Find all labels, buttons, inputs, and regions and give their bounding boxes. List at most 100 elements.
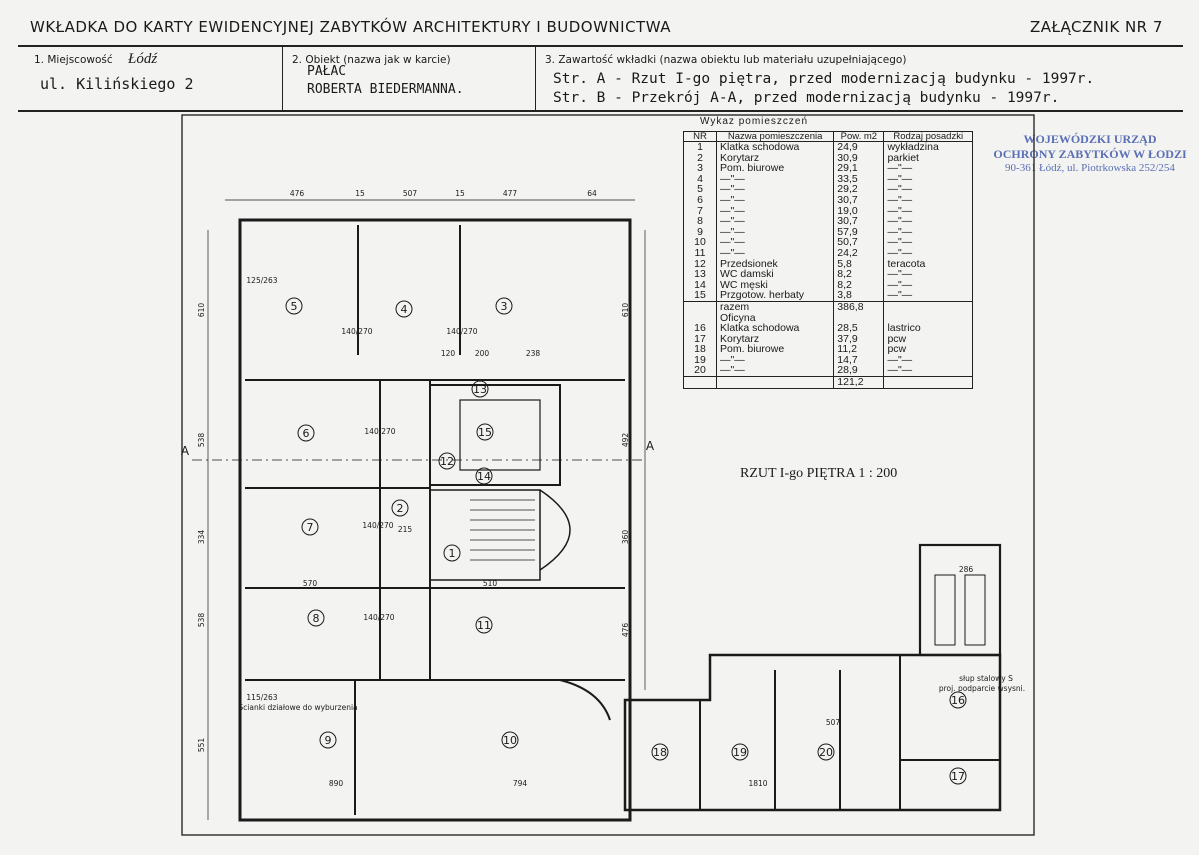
table-cell bbox=[715, 376, 834, 388]
table-cell: —"— bbox=[883, 248, 972, 259]
table-cell bbox=[883, 376, 972, 388]
dimension-label: 200 bbox=[475, 349, 490, 358]
table-cell: pcw bbox=[883, 344, 972, 355]
room-number: 3 bbox=[501, 300, 508, 313]
room-number: 14 bbox=[477, 470, 491, 483]
dimension-label: 115/263 bbox=[246, 693, 277, 702]
dimension-label: 64 bbox=[587, 189, 597, 198]
table-cell: 30,7 bbox=[833, 195, 884, 206]
table-cell: 18 bbox=[694, 343, 706, 356]
table-cell: 13 bbox=[694, 268, 706, 281]
table-cell: 386,8 bbox=[833, 300, 884, 313]
table-cell: 6 bbox=[697, 193, 703, 206]
dimension-label: 238 bbox=[526, 349, 541, 358]
table-cell: 12 bbox=[694, 257, 706, 270]
table-cell: Klatka schodowa bbox=[715, 323, 834, 334]
room-number-circle bbox=[297, 424, 315, 442]
table-cell: —"— bbox=[715, 195, 834, 206]
table-cell: —"— bbox=[715, 355, 834, 366]
document-title: WKŁADKA DO KARTY EWIDENCYJNEJ ZABYTKÓW A… bbox=[30, 18, 671, 36]
table-cell: —"— bbox=[883, 290, 972, 302]
room-number: 6 bbox=[303, 427, 310, 440]
dimension-label: 360 bbox=[621, 530, 630, 545]
room-number: 17 bbox=[951, 770, 965, 783]
table-cell: 20 bbox=[694, 364, 706, 377]
room-number-circle bbox=[395, 300, 413, 318]
table-row: 11—"—24,2—"— bbox=[684, 248, 972, 259]
table-cell: razem bbox=[715, 300, 834, 313]
table-row: 9—"—57,9—"— bbox=[684, 227, 972, 238]
table-row: 5—"—29,2—"— bbox=[684, 184, 972, 195]
rooms-table-caption: Wykaz pomieszczeń bbox=[700, 116, 809, 127]
dimension-label: 286 bbox=[959, 565, 974, 574]
dimension-label: 140/270 bbox=[364, 427, 395, 436]
table-cell: 17 bbox=[694, 332, 706, 345]
table-cell: WC damski bbox=[715, 269, 834, 280]
table-cell: 30,7 bbox=[833, 216, 884, 227]
table-cell: Przedsionek bbox=[715, 258, 834, 270]
table-cell: —"— bbox=[715, 205, 834, 217]
room-number-circle bbox=[731, 743, 749, 761]
room-number-circle bbox=[949, 691, 967, 709]
room-number-circle bbox=[501, 731, 519, 749]
room-number: 13 bbox=[473, 383, 487, 396]
room-number-circle bbox=[438, 452, 456, 470]
table-cell: 8 bbox=[697, 215, 703, 228]
dimension-label: 570 bbox=[303, 579, 318, 588]
table-cell: 14,7 bbox=[833, 355, 884, 366]
dimension-label: 476 bbox=[621, 623, 630, 638]
table-cell: —"— bbox=[883, 365, 972, 377]
table-cell: —"— bbox=[715, 365, 834, 377]
room-number: 16 bbox=[951, 694, 965, 707]
section-mark-left: A bbox=[181, 444, 190, 458]
room-number: 9 bbox=[325, 734, 332, 747]
dimension-label: 140/270 bbox=[362, 521, 393, 530]
dimension-label: 538 bbox=[197, 613, 206, 628]
table-cell: Przgotow. herbaty bbox=[715, 290, 834, 302]
table-cell: 4 bbox=[697, 172, 703, 185]
table-row: 8—"—30,7—"— bbox=[684, 216, 972, 227]
dimension-label: 1810 bbox=[748, 779, 767, 788]
room-number-circle bbox=[495, 297, 513, 315]
room-number: 18 bbox=[653, 746, 667, 759]
dimension-label: 510 bbox=[483, 579, 498, 588]
table-cell: 19,0 bbox=[833, 205, 884, 217]
table-cell: Klatka schodowa bbox=[715, 141, 834, 153]
table-cell: 8,2 bbox=[833, 280, 884, 291]
table-cell: 3 bbox=[697, 162, 703, 175]
table-cell: 19 bbox=[694, 353, 706, 366]
table-cell: 24,2 bbox=[833, 248, 884, 259]
table-cell: 28,9 bbox=[833, 365, 884, 377]
dimension-label: 120 bbox=[441, 349, 456, 358]
stamp-line-2: OCHRONY ZABYTKÓW W ŁODZI bbox=[993, 147, 1187, 161]
table-cell: —"— bbox=[883, 355, 972, 366]
table-cell: —"— bbox=[715, 174, 834, 185]
section-mark-right: A bbox=[646, 439, 655, 453]
room-number-circle bbox=[301, 518, 319, 536]
room-number-circle bbox=[443, 544, 461, 562]
table-cell: —"— bbox=[883, 174, 972, 185]
table-cell: 29,2 bbox=[833, 184, 884, 195]
table-cell: 30,9 bbox=[833, 152, 884, 164]
rooms-table-header: Nazwa pomieszczenia bbox=[715, 132, 834, 142]
room-number-circle bbox=[949, 767, 967, 785]
table-cell: 8,2 bbox=[833, 269, 884, 280]
table-cell: —"— bbox=[715, 237, 834, 248]
table-cell: 3,8 bbox=[833, 290, 884, 302]
dimension-label: 476 bbox=[290, 189, 305, 198]
table-cell: 14 bbox=[694, 278, 706, 291]
table-row: 121,2 bbox=[684, 376, 972, 388]
dimension-label: 492 bbox=[621, 433, 630, 448]
header-rule-bottom bbox=[18, 110, 1183, 112]
table-cell: —"— bbox=[715, 227, 834, 238]
table-cell: —"— bbox=[883, 205, 972, 217]
dimension-label: 610 bbox=[621, 303, 630, 318]
table-row: 7—"—19,0—"— bbox=[684, 205, 972, 217]
dimension-label: słup stalowy S bbox=[959, 674, 1013, 683]
